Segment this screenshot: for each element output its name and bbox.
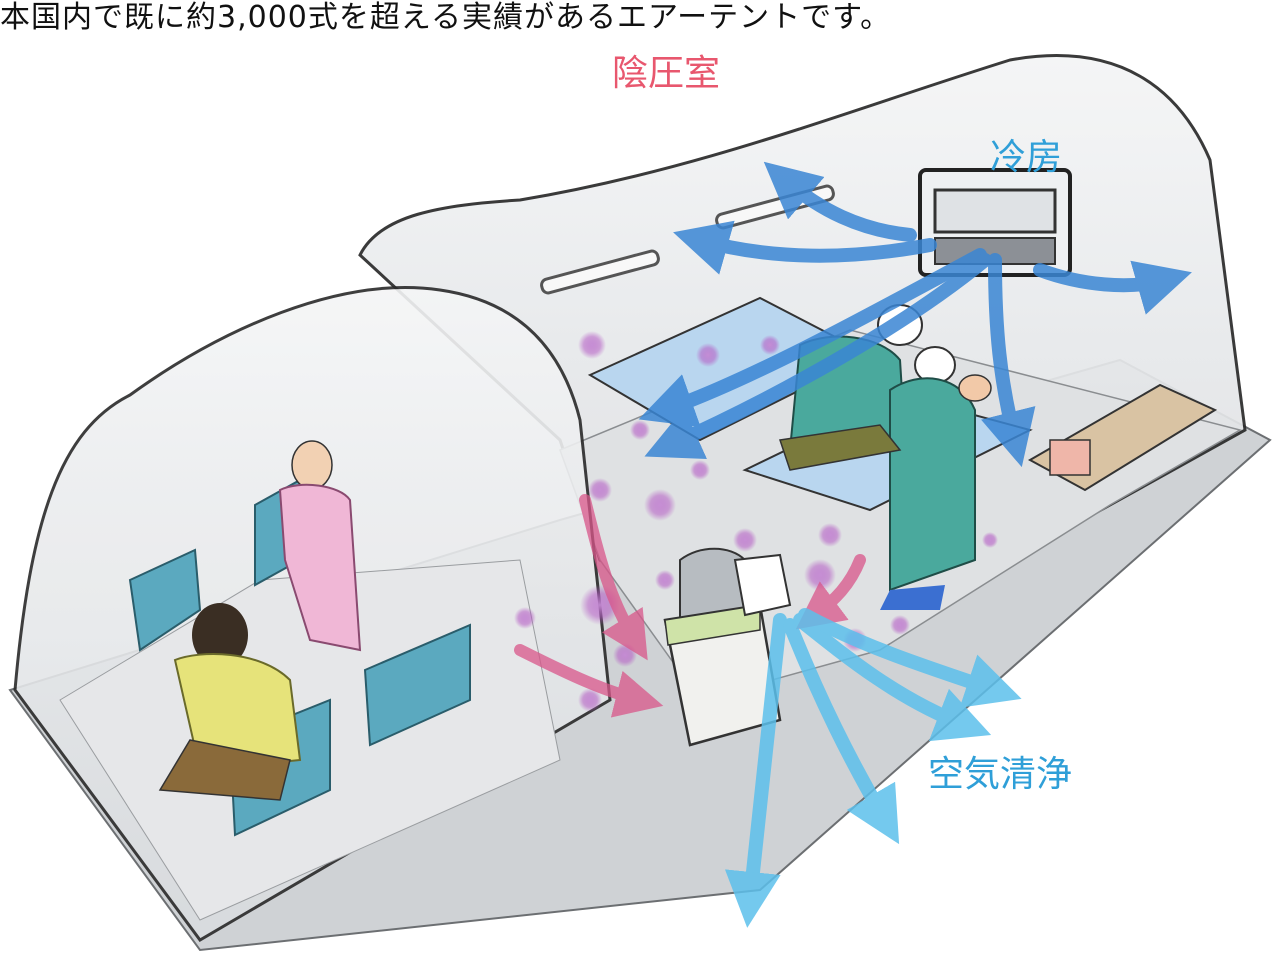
intake-arrows — [514, 494, 866, 718]
negative-pressure-room-label: 陰圧室 — [612, 53, 721, 94]
cooling-label: 冷房 — [990, 137, 1063, 178]
air-purifier-icon — [663, 547, 792, 747]
cool-air-arrows — [638, 161, 1192, 468]
person-icon — [158, 440, 362, 801]
air-conditioner-icon — [918, 168, 1072, 277]
patient — [779, 374, 992, 471]
caption-text: 本国内で既に約3,000式を超える実績があるエアーテントです。 — [0, 0, 892, 35]
air-purification-label: 空気清浄 — [928, 754, 1073, 795]
desk — [1027, 383, 1218, 492]
clean-air-arrows — [724, 608, 1022, 928]
